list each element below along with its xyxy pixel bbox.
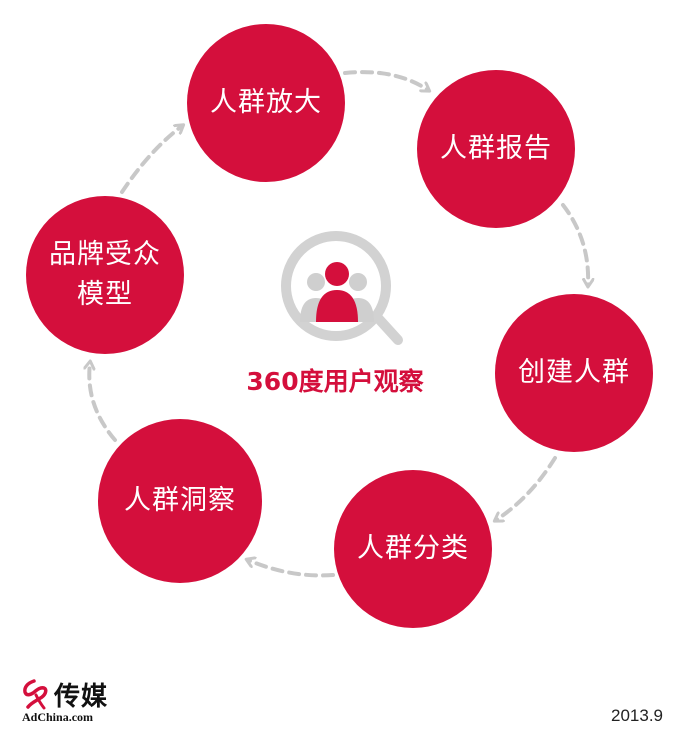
logo-name: 传媒 [54,682,109,712]
arrow-model-to-amplify [120,126,182,194]
arrow-insight-to-model [89,363,117,442]
node-amplify: 人群放大 [187,24,345,182]
node-model: 品牌受众 模型 [26,196,184,354]
arrow-create-to-classify [496,456,557,520]
center-title: 360度用户观察 [246,367,424,396]
arrow-classify-to-insight [248,560,335,578]
arrow-amplify-to-report [343,70,428,90]
node-model-label: 品牌受众 模型 [49,239,161,310]
node-create-label: 创建人群 [518,357,630,388]
node-classify: 人群分类 [334,470,492,628]
node-amplify-label: 人群放大 [210,87,322,118]
logo-domain: AdChina.com [22,710,94,724]
logo: 传媒 AdChina.com [20,678,140,728]
date-label: 2013.9 [611,706,663,725]
magnifier-people-icon [281,231,403,345]
node-classify-label: 人群分类 [357,533,469,564]
node-report: 人群报告 [417,70,575,228]
arrow-report-to-create [561,203,588,285]
node-create: 创建人群 [495,294,653,452]
node-insight-label: 人群洞察 [124,485,236,516]
logo-mark-icon [23,679,48,710]
node-insight: 人群洞察 [98,419,262,583]
node-report-label: 人群报告 [440,133,552,164]
